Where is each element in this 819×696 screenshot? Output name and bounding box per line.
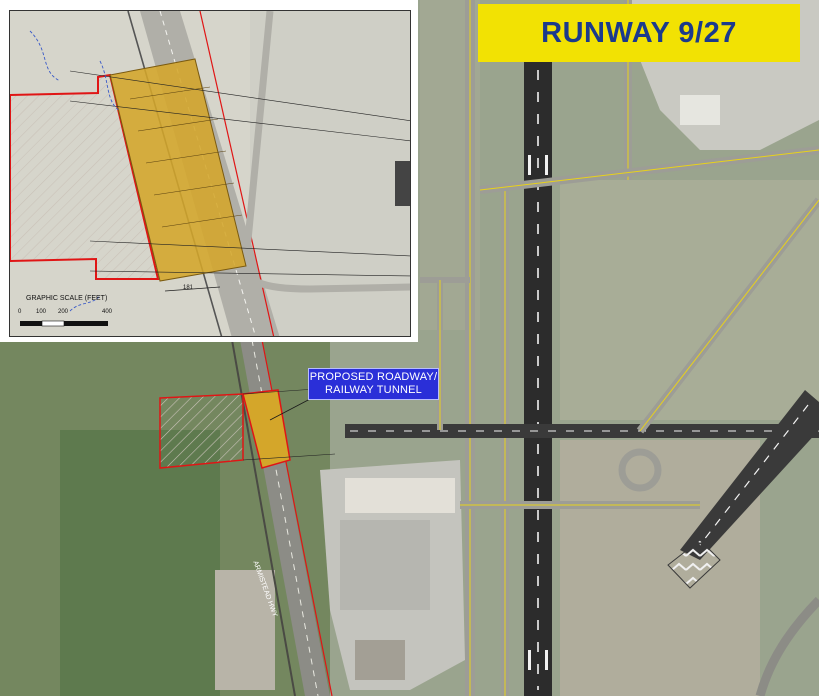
hangar-building [680,95,720,125]
parking-lot [340,520,430,610]
grass-field-southeast [560,440,760,696]
inset-property-parcel [10,73,160,280]
inset-structure [395,161,410,206]
inset-local-road [242,11,410,293]
scale-bar-segment [64,321,108,326]
inset-tunnel-footprint [109,58,247,282]
tunnel-callout: PROPOSED ROADWAY/ RAILWAY TUNNEL [308,368,439,400]
scale-tick-200: 200 [58,309,69,315]
map-title: RUNWAY 9/27 [541,16,737,49]
tunnel-footprint [242,389,291,469]
runway-threshold-chevrons [667,539,721,589]
scale-tick-400: 400 [102,309,113,315]
scale-bar-segment [20,321,42,326]
scale-tick-0: 0 [18,309,22,315]
scale-title: GRAPHIC SCALE (FEET) [26,295,108,302]
secondary-runway [680,390,819,560]
grass-field-east [560,180,819,420]
access-road [755,596,819,696]
terminal-building [345,478,455,513]
forest-patch [60,430,220,696]
callout-line-2: RAILWAY TUNNEL [325,384,422,396]
title-banner: RUNWAY 9/27 [478,4,800,62]
inset-detail-map [10,11,410,336]
inset-detail-frame: 181 GRAPHIC SCALE (FEET) 0 100 200 400 [9,10,411,337]
scale-bar-segment [41,320,65,327]
service-building [355,640,405,680]
callout-leader [269,397,313,421]
inset-dimension-label: 181 [183,285,194,291]
inset-detail-panel: 181 GRAPHIC SCALE (FEET) 0 100 200 400 [0,0,418,342]
property-parcel [159,393,244,469]
industrial-lot [215,570,275,690]
scale-tick-100: 100 [36,309,47,315]
callout-line-1: PROPOSED ROADWAY/ [309,371,438,383]
inset-dimension-line [164,286,221,292]
